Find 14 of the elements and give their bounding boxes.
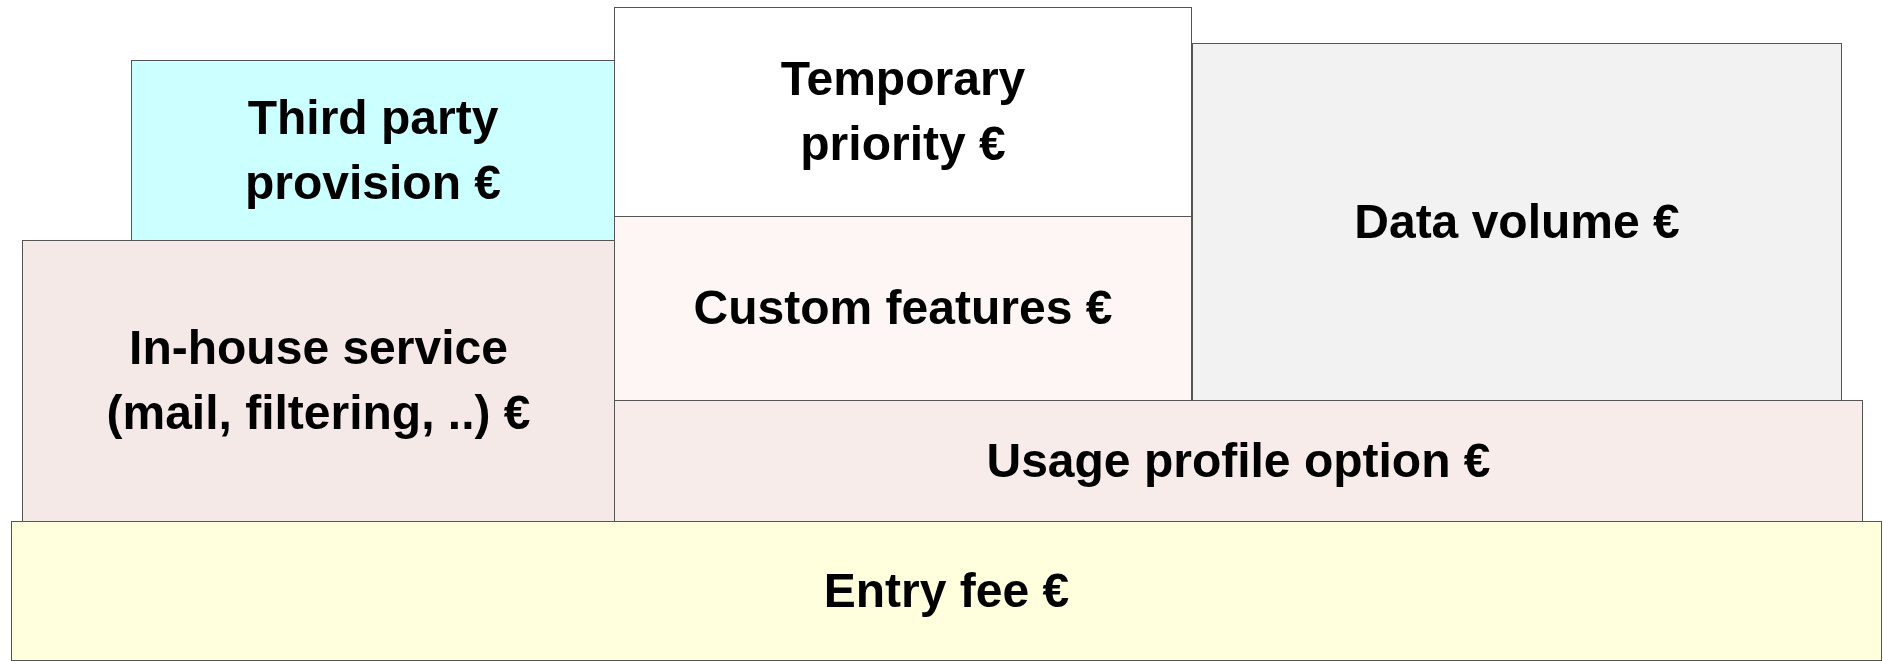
block-label: Third party provision €	[243, 89, 503, 211]
price-block	[11, 521, 1882, 661]
block-label: Custom features €	[693, 280, 1113, 337]
block-label: Entry fee €	[823, 562, 1070, 619]
price-block	[614, 7, 1192, 217]
block-label: Usage profile option €	[986, 432, 1491, 489]
block-label: Data volume €	[1354, 193, 1680, 250]
price-block	[614, 216, 1192, 401]
price-block	[614, 400, 1863, 522]
block-label: In-house service (mail, filtering, ..) €	[105, 320, 532, 441]
price-block	[1192, 43, 1842, 401]
block-label: Temporary priority €	[779, 51, 1027, 172]
price-block	[22, 240, 615, 522]
price-block	[131, 60, 615, 241]
